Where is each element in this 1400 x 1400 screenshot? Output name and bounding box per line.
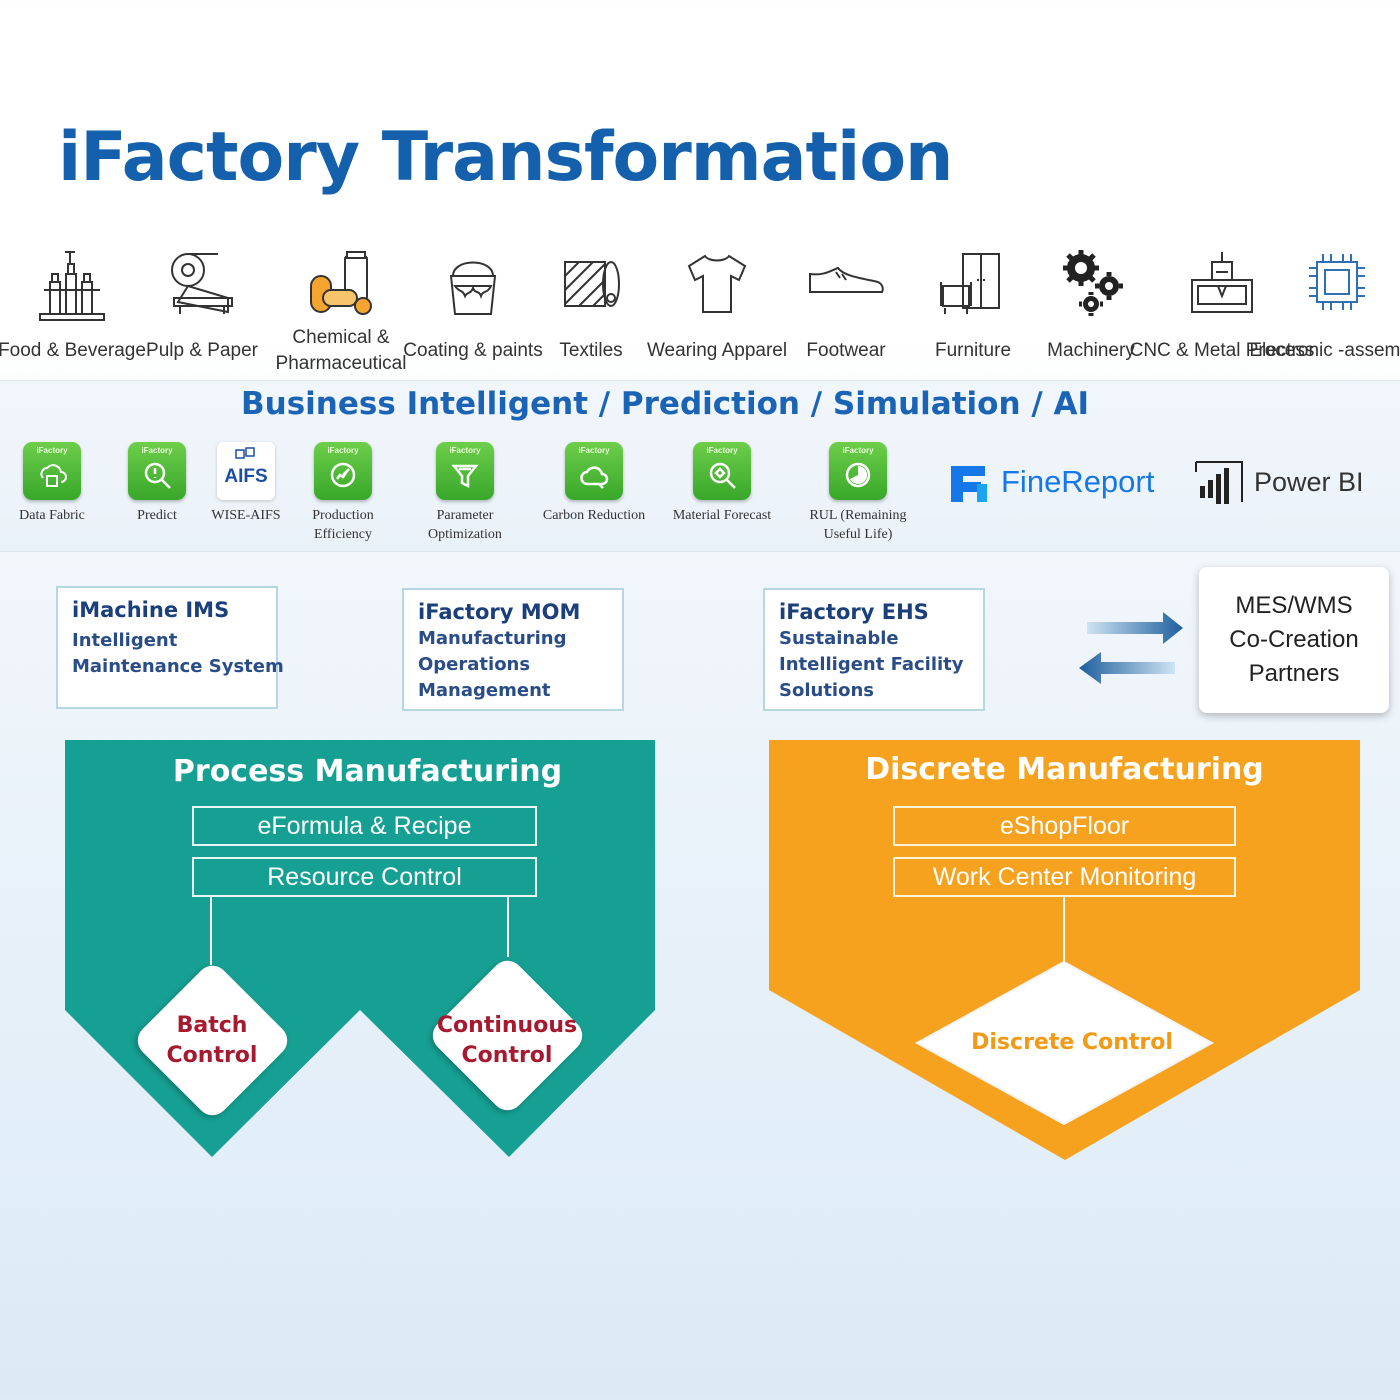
app-carbon-reduction[interactable]: iFactory Carbon Reduction (534, 442, 654, 525)
carbon-icon: iFactory (565, 442, 623, 500)
discrete-box-workcenter[interactable]: Work Center Monitoring (893, 857, 1236, 897)
process-box-resource[interactable]: Resource Control (192, 857, 537, 897)
finereport-logo (951, 466, 987, 502)
industry-footwear: Footwear (771, 246, 921, 376)
parameter-icon: iFactory (436, 442, 494, 500)
industry-label: CNC & Metal Process (1129, 340, 1315, 361)
furniture-icon (940, 253, 1000, 314)
industry-label: Machinery (1047, 340, 1135, 361)
efficiency-icon: iFactory (314, 442, 372, 500)
connector-line (210, 897, 212, 965)
finereport-label: FineReport (1001, 464, 1155, 499)
fabric-roll-icon (564, 261, 620, 307)
industry-chemical: Chemical & Pharmaceutical (266, 246, 416, 376)
industry-machinery: Machinery (1016, 246, 1166, 376)
chip-icon (1309, 254, 1365, 310)
paint-bucket-icon (449, 261, 497, 315)
rul-icon: iFactory (829, 442, 887, 500)
industry-label: Wearing Apparel (646, 340, 788, 361)
exchange-arrows-icon (1079, 612, 1183, 684)
aifs-icon: AIFS (217, 442, 275, 500)
industry-label: Textiles (559, 340, 623, 361)
industry-label: Coating & paints (403, 340, 543, 361)
page-title: iFactory Transformation (58, 118, 953, 197)
app-production-efficiency[interactable]: iFactory Production Efficiency (283, 442, 403, 544)
industry-electronic: Electronic -assembly (1249, 246, 1400, 376)
system-imachine-ims[interactable]: iMachine IMS Intelligent Maintenance Sys… (56, 586, 284, 709)
industry-label: Furniture (934, 340, 1012, 361)
app-rul[interactable]: iFactory RUL (Remaining Useful Life) (798, 442, 918, 544)
industry-label: Electronic -assembly (1249, 340, 1400, 361)
industry-label: Food & Beverage (0, 340, 146, 361)
process-box-eformula[interactable]: eFormula & Recipe (192, 806, 537, 846)
mes-wms-partners[interactable]: MES/WMS Co-Creation Partners (1199, 567, 1389, 713)
system-ifactory-ehs[interactable]: iFactory EHS Sustainable Intelligent Fac… (763, 588, 985, 711)
gears-icon (1063, 250, 1123, 316)
discrete-title: Discrete Manufacturing (865, 752, 1264, 787)
connector-line (1063, 897, 1065, 967)
powerbi-brand: Power BI (1192, 456, 1364, 508)
app-data-fabric[interactable]: iFactory Data Fabric (0, 442, 112, 525)
cnc-machine-icon (1191, 252, 1253, 313)
material-icon: iFactory (693, 442, 751, 500)
industry-cnc: CNC & Metal Process (1130, 246, 1314, 376)
paper-roll-icon (171, 253, 233, 314)
bottles-icon (39, 251, 105, 321)
app-material-forecast[interactable]: iFactory Material Forecast (662, 442, 782, 525)
discrete-control-diamond[interactable] (912, 958, 1217, 1128)
discrete-control-label: Discrete Control (971, 1030, 1173, 1055)
discrete-box-eshopfloor[interactable]: eShopFloor (893, 806, 1236, 846)
industry-coating: Coating & paints (398, 246, 548, 376)
industry-textiles: Textiles (516, 246, 666, 376)
powerbi-label: Power BI (1254, 466, 1364, 497)
shoe-icon (809, 266, 884, 293)
data-fabric-icon: iFactory (23, 442, 81, 500)
app-predict[interactable]: iFactory Predict (97, 442, 217, 525)
predict-icon: iFactory (128, 442, 186, 500)
process-title: Process Manufacturing (172, 754, 563, 789)
industry-label: Chemical & Pharmaceutical (275, 327, 407, 374)
industry-furniture: Furniture (898, 246, 1048, 376)
industry-apparel: Wearing Apparel (642, 246, 792, 376)
tshirt-icon (687, 254, 747, 313)
connector-line (507, 897, 509, 957)
powerbi-logo (1195, 461, 1243, 504)
industry-food-beverage: Food & Beverage (0, 246, 147, 376)
industry-label: Footwear (806, 340, 886, 361)
industry-pulp-paper: Pulp & Paper (127, 246, 277, 376)
pills-icon (310, 251, 372, 315)
system-ifactory-mom[interactable]: iFactory MOM Manufacturing Operations Ma… (402, 588, 624, 711)
app-parameter-optimization[interactable]: iFactory Parameter Optimization (405, 442, 525, 544)
industry-label: Pulp & Paper (146, 340, 258, 361)
process-panel-shape (65, 740, 655, 1157)
finereport-brand: FineReport (947, 460, 1154, 504)
bi-title: Business Intelligent / Prediction / Simu… (241, 386, 1089, 422)
app-wise-aifs[interactable]: AIFS WISE-AIFS (186, 442, 306, 525)
